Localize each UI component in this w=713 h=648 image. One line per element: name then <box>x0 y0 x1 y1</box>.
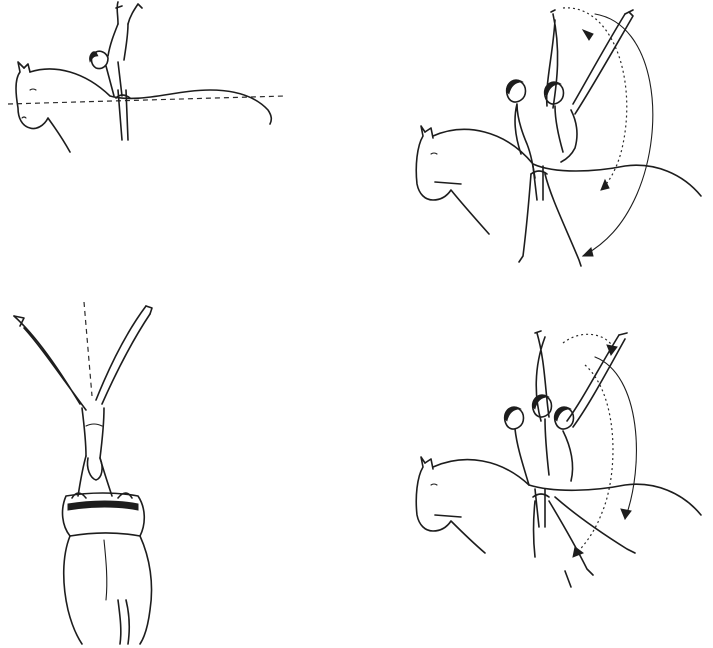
vaulter-right-raised-leg <box>567 335 625 427</box>
vaulter-front-torso <box>555 106 577 162</box>
vaulter-right-raised-foot <box>619 333 627 335</box>
panel-split-handstand-rear-view <box>0 300 180 645</box>
vaulter-torso <box>108 24 128 60</box>
rotation-arc-outer <box>583 14 653 256</box>
three-vaulters-drawing <box>405 325 710 595</box>
horse-ear <box>24 64 30 72</box>
horse-head <box>416 457 485 553</box>
vaulter-left-leg <box>14 316 86 410</box>
vertical-reference-line <box>84 302 92 396</box>
vaulter-back-raised-foot <box>551 10 555 12</box>
vaulter-right-leg <box>96 306 150 404</box>
horse-tail <box>118 600 129 644</box>
rotation-arrow-top <box>583 30 593 40</box>
rotation-arc-inner <box>563 8 627 190</box>
panel-handstand-side-view <box>0 0 300 170</box>
vaulter-left-raised-foot <box>535 331 541 333</box>
handstand-side-view-drawing <box>0 0 300 170</box>
horse-head <box>16 62 70 152</box>
vaulter-front-raised-foot <box>625 10 633 14</box>
split-handstand-drawing <box>0 300 180 645</box>
horse-rear-body <box>64 536 152 644</box>
vaulter-standing-legs <box>519 174 581 266</box>
vaulter-head <box>87 458 102 480</box>
horse-eye <box>431 484 437 485</box>
vaulter-standing-legs <box>534 497 636 575</box>
vaulter-back-body <box>515 104 535 178</box>
vaulter-arm-left <box>106 66 114 96</box>
surcingle-band <box>68 501 138 510</box>
vaulter-lower-foot <box>565 571 571 587</box>
horse-eye <box>431 153 437 154</box>
vaulter-hair <box>89 52 98 62</box>
surcingle-pad <box>63 493 145 536</box>
rotation-arrow-outer <box>583 248 593 256</box>
horse-ear <box>425 459 433 469</box>
rotation-arc-inner <box>573 365 613 557</box>
rotation-arrow-outer <box>621 509 631 519</box>
vaulter-left-raised-leg <box>536 333 549 421</box>
horse-nostril <box>22 117 26 118</box>
vaulter-left-hair <box>505 407 521 421</box>
vaulter-waist <box>86 424 102 426</box>
panel-two-vaulters-lift <box>405 4 710 274</box>
horse-bridle <box>435 515 461 517</box>
horse-head <box>416 126 489 234</box>
vaulter-back-hair <box>507 80 523 94</box>
rotation-arrow-inner <box>601 180 609 190</box>
horse-eye <box>30 89 36 90</box>
horse-back <box>30 69 271 124</box>
horse-bridle <box>435 182 461 184</box>
vaulter-torso <box>82 408 104 458</box>
panel-three-vaulters-lift <box>405 325 710 595</box>
rotation-arc-dotted <box>563 334 613 347</box>
vaulter-right-foot <box>146 306 152 314</box>
horse-spine-line <box>104 540 107 600</box>
vaulter-back-raised-leg <box>547 14 558 108</box>
vaulter-legs <box>117 2 142 24</box>
vaulter-arms <box>78 456 112 496</box>
horse-back <box>433 129 701 196</box>
surcingle-strap-2 <box>126 90 128 140</box>
two-vaulters-drawing <box>405 4 710 274</box>
horse-ear <box>425 128 433 138</box>
